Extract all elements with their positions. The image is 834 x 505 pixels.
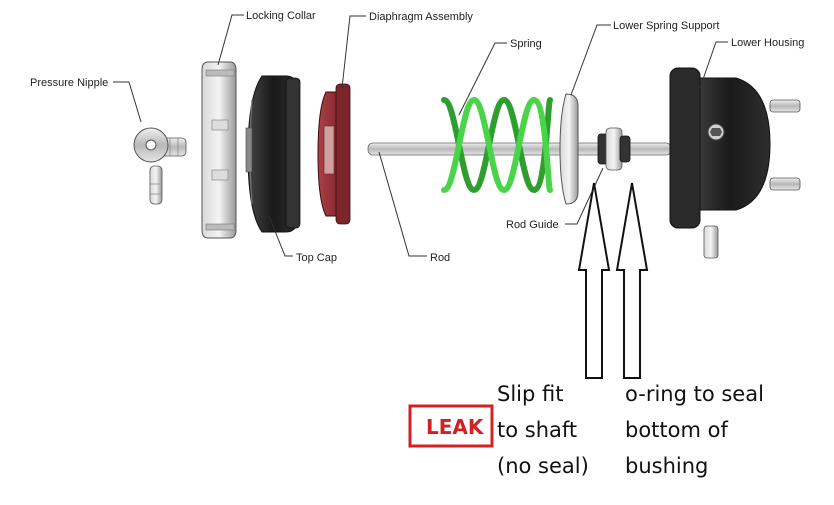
leak-label: LEAK [426, 415, 485, 439]
spring [441, 96, 553, 194]
label-rod: Rod [430, 252, 450, 264]
label-lower-spring-support: Lower Spring Support [613, 20, 719, 32]
oring-line-3: bushing [625, 454, 708, 478]
pressure-nipple [133, 127, 187, 205]
lower-housing [669, 67, 801, 259]
label-top-cap: Top Cap [296, 252, 337, 264]
lower-spring-support [559, 93, 579, 205]
label-diaphragm-assembly: Diaphragm Assembly [369, 11, 473, 23]
annotation-slip-fit: Slip fit to shaft (no seal) [497, 382, 589, 478]
arrow-slip-fit [577, 182, 611, 379]
component-labels: Pressure Nipple Locking Collar Diaphragm… [30, 10, 804, 264]
label-lower-housing: Lower Housing [731, 37, 804, 49]
label-locking-collar: Locking Collar [246, 10, 316, 22]
leak-box [408, 404, 494, 448]
pointer-arrows [577, 182, 649, 379]
slip-fit-line-3: (no seal) [497, 454, 589, 478]
arrow-oring [615, 182, 649, 379]
annotation-oring: o-ring to seal bottom of bushing [625, 382, 764, 478]
locking-collar [201, 61, 237, 239]
rod-guide [597, 127, 631, 171]
label-rod-guide: Rod Guide [506, 219, 559, 231]
diaphragm-assembly [317, 83, 351, 225]
label-spring: Spring [510, 38, 542, 50]
label-pressure-nipple: Pressure Nipple [30, 77, 108, 89]
oring-line-1: o-ring to seal [625, 382, 764, 406]
leak-callout: LEAK [408, 404, 494, 448]
slip-fit-line-2: to shaft [497, 418, 577, 442]
slip-fit-line-1: Slip fit [497, 382, 563, 406]
top-cap [245, 75, 301, 233]
oring-line-2: bottom of [625, 418, 728, 442]
